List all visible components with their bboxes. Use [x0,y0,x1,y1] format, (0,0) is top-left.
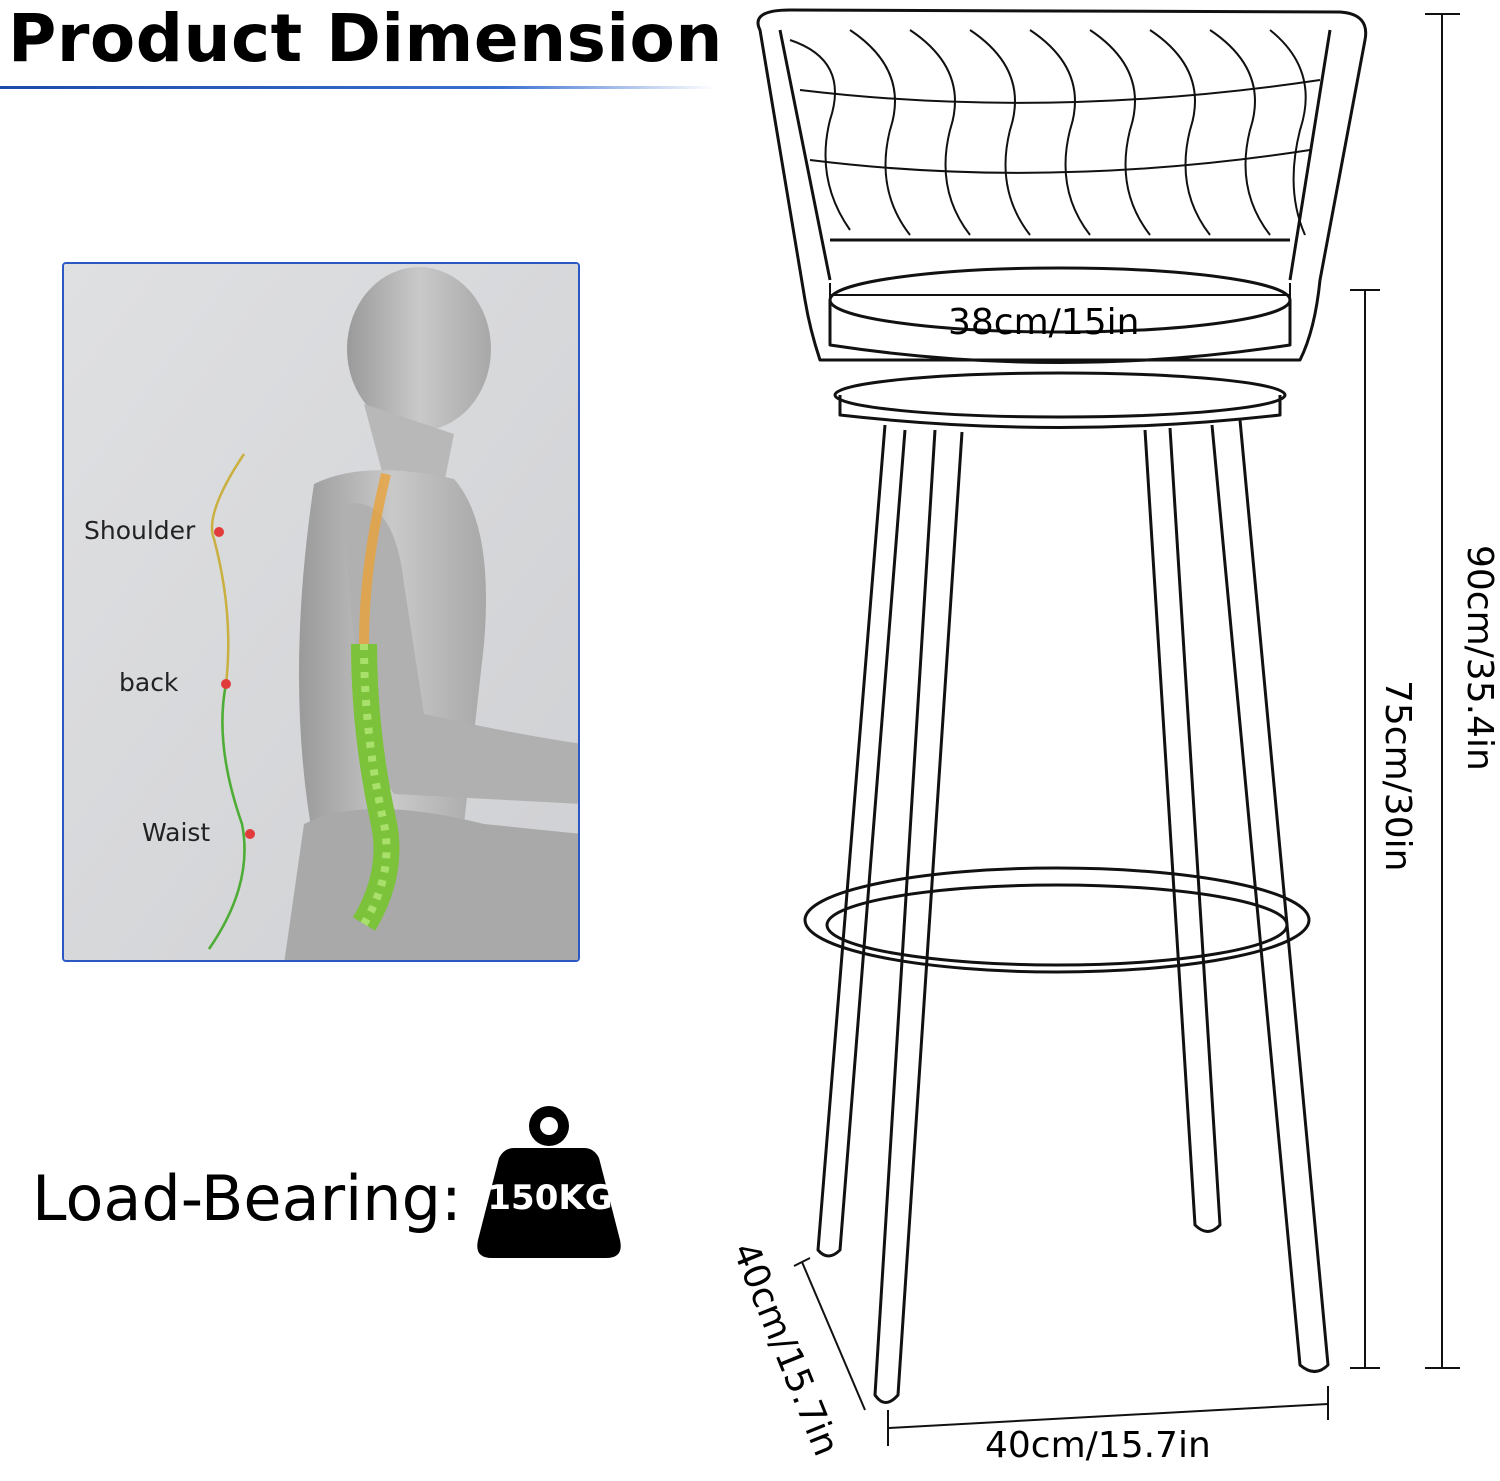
total-height-dimension: 90cm/35.4in [1459,545,1500,771]
back-label: back [119,668,179,697]
weight-icon [477,1106,621,1258]
width-dimension: 40cm/15.7in [985,1425,1211,1466]
shoulder-marker [214,527,224,537]
spine-illustration-panel: Shoulder back Waist [62,262,580,962]
waist-marker [245,829,255,839]
spine-vertebrae [351,472,400,931]
weight-value: 150KG [487,1178,613,1218]
seat-height-dimension: 75cm/30in [1377,680,1418,872]
title-underline [0,86,715,89]
seat-width-dimension: 38cm/15in [948,302,1140,343]
back-marker [221,679,231,689]
seated-person-illustration [64,264,578,960]
shoulder-label: Shoulder [84,516,196,545]
bar-stool-drawing [756,8,1460,1446]
load-bearing-label: Load-Bearing: [32,1162,462,1235]
waist-label: Waist [142,818,211,847]
page-title: Product Dimension [8,0,723,77]
